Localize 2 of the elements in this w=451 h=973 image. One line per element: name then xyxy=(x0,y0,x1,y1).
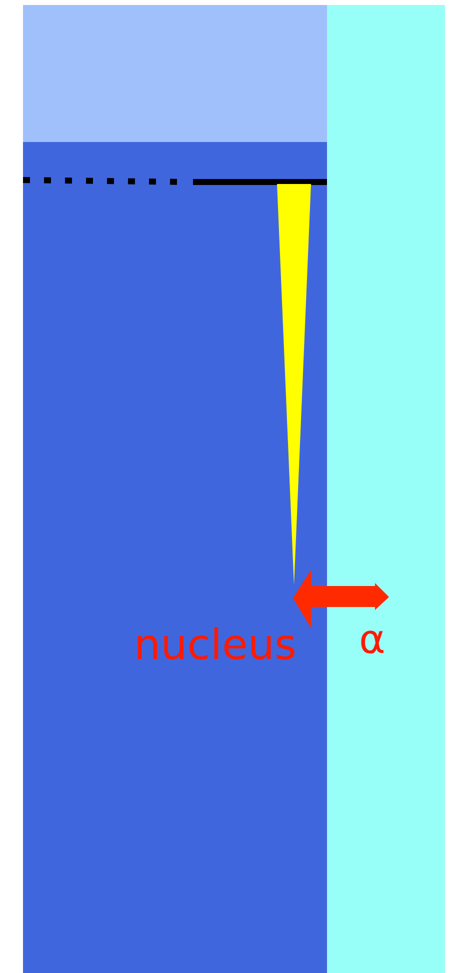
alpha-symbol: α xyxy=(359,620,386,660)
nucleus-label: nucleus xyxy=(134,624,296,666)
